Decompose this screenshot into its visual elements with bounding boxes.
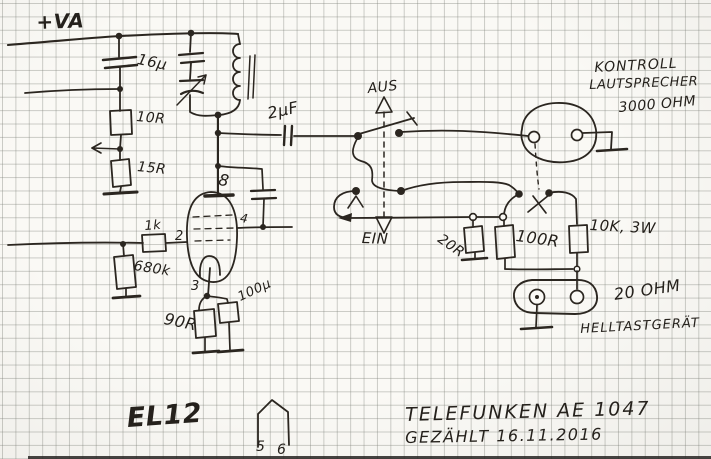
label-tube-type: EL12 bbox=[125, 397, 204, 434]
filter-cap-16u bbox=[101, 35, 139, 92]
ground-symbol bbox=[216, 348, 245, 354]
cathode-network bbox=[191, 292, 245, 355]
label-switch-on: EIN bbox=[361, 229, 389, 248]
anode-line bbox=[203, 111, 235, 198]
resistor-100r bbox=[494, 224, 516, 260]
ground-symbol bbox=[111, 294, 142, 300]
resistor-20r bbox=[463, 225, 485, 254]
label-grid-stopper: 1k bbox=[143, 217, 162, 234]
monitor-speaker bbox=[520, 102, 629, 190]
tube-envelope bbox=[165, 191, 238, 297]
label-supply-rail: +VA bbox=[35, 8, 85, 34]
photo-bottom-edge bbox=[28, 456, 711, 459]
label-series-res: 10R bbox=[135, 109, 167, 128]
tap-arrow bbox=[91, 142, 123, 154]
ground-symbol bbox=[191, 349, 221, 355]
resistor-15r bbox=[102, 148, 139, 196]
label-pin-grid: 2 bbox=[175, 229, 184, 244]
resistor-10r bbox=[109, 88, 133, 150]
power-switch-pole2 bbox=[333, 180, 519, 222]
speaker-switch bbox=[503, 189, 578, 225]
hell-device bbox=[513, 278, 598, 331]
label-title-note: GEZÄHLT 16.11.2016 bbox=[404, 424, 604, 447]
screen-bypass-cap bbox=[217, 165, 293, 230]
cathode-resistor-90r bbox=[193, 308, 217, 339]
label-heater-pin6: 6 bbox=[277, 442, 287, 458]
ground-symbol bbox=[519, 325, 554, 331]
power-switch-pole1 bbox=[352, 111, 529, 192]
ground-symbol bbox=[460, 256, 489, 262]
resistor-10k bbox=[568, 224, 589, 254]
arrow-up-icon bbox=[375, 96, 393, 114]
power-rail-wire bbox=[6, 29, 240, 246]
label-pin-screen: 4 bbox=[239, 211, 250, 227]
ground-symbol bbox=[102, 190, 139, 196]
variable-cap-branch bbox=[176, 32, 219, 117]
label-speaker-name-1: KONTROLL bbox=[593, 55, 678, 76]
cathode-symbol bbox=[198, 255, 221, 278]
label-speaker-name-2: LAUTSPRECHER bbox=[588, 74, 699, 93]
wire-arrowhead bbox=[338, 213, 352, 222]
label-res-10k: 10K, 3W bbox=[589, 216, 657, 238]
label-switch-off: AUS bbox=[366, 77, 399, 97]
ground-symbol bbox=[595, 147, 629, 153]
switch-linkage bbox=[375, 96, 393, 234]
label-pin-cathode: 3 bbox=[191, 279, 200, 294]
label-lower-res: 15R bbox=[136, 159, 167, 178]
arrow-down-icon bbox=[375, 216, 393, 234]
heater-symbol bbox=[257, 399, 290, 448]
cathode-cap-100u bbox=[217, 301, 240, 324]
grid-leak-680k bbox=[111, 243, 142, 300]
choke-coil bbox=[218, 33, 256, 116]
label-heater-pin5: 5 bbox=[256, 439, 266, 455]
attenuator-network bbox=[460, 212, 589, 290]
coupling-cap-2uf bbox=[217, 124, 357, 147]
